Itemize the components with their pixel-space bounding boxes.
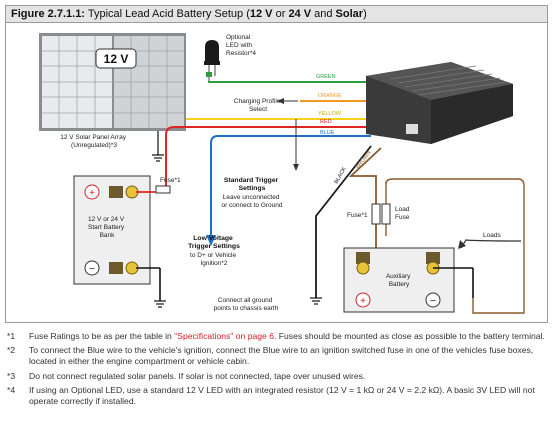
standard-trigger-text: Leave unconnected or connect to Ground — [221, 194, 282, 209]
footnote: *2 To connect the Blue wire to the vehicl… — [5, 345, 550, 367]
solar-panel-label: 12 V Solar Panel Array (Unregulated)*3 — [60, 134, 128, 149]
loads-arrow — [458, 239, 522, 249]
footnote-text: . Fuses should be mounted as close as po… — [273, 331, 545, 341]
fuse-start-battery — [136, 185, 171, 194]
footnote-text: Fuse Ratings to be as per the table in — [29, 331, 175, 341]
fuse-start-label: Fuse*1 — [160, 177, 181, 184]
wiring-diagram: 12 V 12 V Solar Panel Array (Unregulated… — [39, 33, 525, 314]
footnotes: *1 Fuse Ratings to be as per the table in… — [5, 331, 550, 410]
charging-profile-label: Charging Profile Select — [234, 98, 282, 113]
start-battery-label: 12 V or 24 V Start Battery Bank — [88, 216, 126, 239]
fuse-aux-label: Fuse*1 — [347, 212, 368, 219]
solar-panel-array — [39, 33, 186, 131]
footnote-text: Do not connect regulated solar panels. I… — [29, 370, 366, 381]
blue-wire — [206, 135, 371, 246]
footnote: *3 Do not connect regulated solar panels.… — [5, 371, 550, 382]
red-wire-label: RED — [320, 119, 332, 125]
standard-trigger-title: Standard Trigger Settings — [224, 177, 280, 192]
red-wire — [156, 126, 371, 190]
svg-text:+: + — [89, 188, 95, 199]
figure-frame: 12 V 12 V Solar Panel Array (Unregulated… — [5, 5, 548, 323]
brown-wire-label: BROWN — [355, 150, 373, 170]
footnote-number: *2 — [7, 345, 16, 356]
specifications-link[interactable]: "Specifications" on page 6 — [174, 331, 274, 341]
ground-note: Connect all ground points to chassis ear… — [214, 297, 279, 312]
svg-text:+: + — [360, 296, 366, 307]
black-wire-label: BLACK — [334, 166, 348, 185]
footnote-text: If using an Optional LED, use a standard… — [29, 384, 535, 407]
fuse-aux-battery — [371, 203, 381, 225]
orange-wire-label: ORANGE — [318, 93, 342, 99]
footnote: *4 If using an Optional LED, use a standa… — [5, 385, 550, 407]
low-voltage-text: to D+ or Vehicle Ignition*2 — [190, 252, 238, 267]
svg-text:−: − — [430, 296, 436, 307]
load-fuse-label: Load Fuse — [395, 206, 411, 221]
dc-dc-charger-unit — [366, 62, 513, 144]
load-fuse — [381, 203, 391, 225]
led-icon — [204, 40, 220, 81]
figure-title: Figure 2.7.1.1: Typical Lead Acid Batter… — [6, 6, 547, 23]
standard-trigger-arrow — [293, 119, 299, 171]
green-wire-label: GREEN — [316, 74, 336, 80]
black-wire — [310, 145, 372, 305]
charging-profile-arrow — [277, 98, 298, 104]
footnote-text: To connect the Blue wire to the vehicle'… — [29, 345, 534, 367]
solar-ground-symbol — [152, 131, 164, 162]
footnote-number: *4 — [7, 384, 16, 395]
auxiliary-battery: + − — [343, 247, 474, 313]
blue-wire-label: BLUE — [320, 130, 335, 136]
led-label: Optional LED with Resistor*4 — [226, 34, 256, 57]
footnote-number: *1 — [7, 331, 16, 341]
auxiliary-battery-label: Auxiliary Battery — [386, 273, 412, 288]
yellow-wire-label: YELLOW — [318, 111, 342, 117]
start-battery: + − — [73, 175, 166, 308]
svg-text:−: − — [89, 264, 95, 275]
footnote: *1 Fuse Ratings to be as per the table in… — [5, 331, 550, 342]
solar-voltage-badge: 12 V — [104, 52, 129, 66]
low-voltage-title: Low Voltage Trigger Settings — [188, 235, 240, 250]
loads-label: Loads — [483, 232, 501, 239]
footnote-number: *3 — [7, 370, 16, 381]
